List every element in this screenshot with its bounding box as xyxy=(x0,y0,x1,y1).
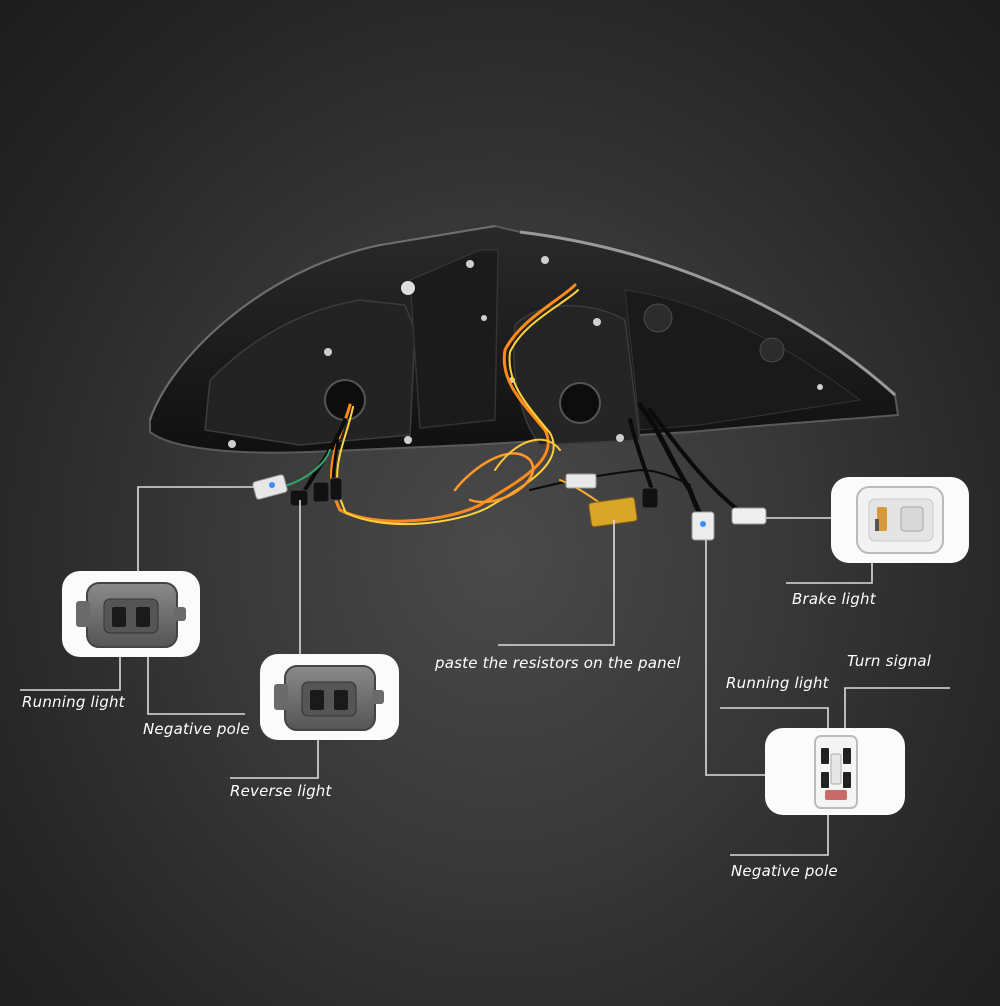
leader-negative-pole-left xyxy=(147,630,245,715)
brake-light-connector-card xyxy=(831,477,969,563)
label-turn-signal: Turn signal xyxy=(847,652,932,670)
housing-rim-left xyxy=(149,225,496,421)
wire-green xyxy=(284,449,331,487)
label-resistors: paste the resistors on the panel xyxy=(435,654,681,672)
right-cover-panel xyxy=(512,304,641,446)
mounting-screws xyxy=(228,256,823,448)
wire-resistor xyxy=(529,468,691,491)
leader-turn-signal xyxy=(844,687,950,740)
reverse-light-connector-card xyxy=(260,654,399,740)
label-negative-pole-right: Negative pole xyxy=(731,862,838,880)
resistor-connector xyxy=(565,473,597,489)
gray-two-pin-plug-icon xyxy=(274,665,384,731)
left-black-connector-2 xyxy=(312,481,330,503)
leader-resistor xyxy=(498,520,615,646)
label-reverse-light: Reverse light xyxy=(230,782,332,800)
leader-harness-right xyxy=(705,540,766,776)
leader-negative-pole-right xyxy=(730,810,829,856)
harness-connectors xyxy=(252,473,767,541)
left-black-connector-3 xyxy=(329,477,343,501)
label-running-light-left: Running light xyxy=(22,693,125,711)
housing-reflection xyxy=(401,281,415,295)
housing-rim xyxy=(519,230,897,397)
running-negative-connector-card xyxy=(62,571,200,657)
wire-loop xyxy=(453,452,534,504)
wire-black-right-2 xyxy=(648,408,747,517)
brake-connector-plug xyxy=(731,507,767,525)
label-brake-light: Brake light xyxy=(792,590,876,608)
left-black-connector xyxy=(289,489,309,507)
right-grommet xyxy=(559,382,601,424)
tail-light-assembly xyxy=(149,224,900,454)
turn-running-negative-connector-card xyxy=(765,728,905,815)
leader-lines xyxy=(20,486,950,856)
bulb-socket xyxy=(643,303,673,333)
leader-running-light-left xyxy=(137,486,255,575)
wire-loop-2 xyxy=(494,438,561,471)
middle-panel xyxy=(409,249,499,429)
bulb-socket-2 xyxy=(759,337,785,363)
label-negative-pole-left: Negative pole xyxy=(143,720,250,738)
white-multi-pin-plug-icon xyxy=(814,735,858,809)
white-socket-plug-icon xyxy=(856,486,944,554)
right-inner-area xyxy=(624,289,862,431)
left-grommet xyxy=(324,379,366,421)
gray-two-pin-plug-icon xyxy=(76,582,186,648)
label-running-light-right: Running light xyxy=(726,674,829,692)
black-connector-right xyxy=(641,487,659,509)
